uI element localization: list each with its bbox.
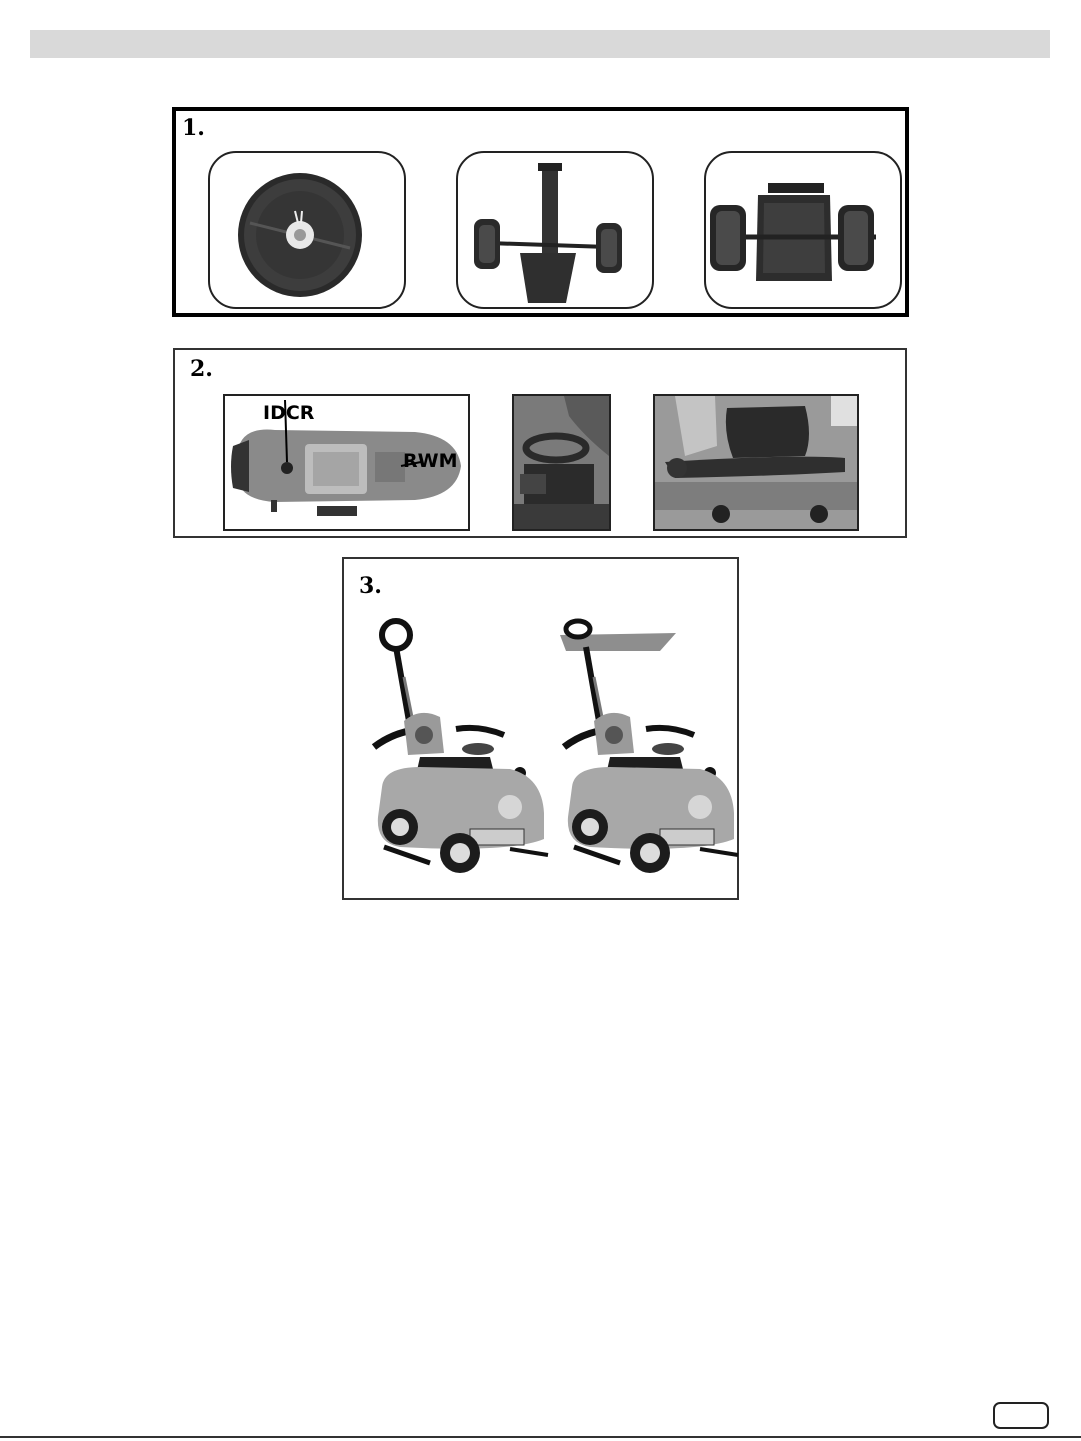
idcr-callout: IDCR: [263, 402, 314, 424]
front-fork-photo: [456, 151, 654, 309]
step-1-panel: 1.: [172, 107, 909, 317]
seat-footrest-photo: [653, 394, 859, 531]
step-2-label: 2.: [190, 356, 213, 382]
step-3-panel: 3.: [342, 557, 739, 900]
wheel-cap-photo: [208, 151, 406, 309]
header-bar: [30, 30, 1050, 58]
page-number-badge: [993, 1402, 1049, 1429]
footer-rule: [0, 1436, 1081, 1438]
rwm-callout: RWM: [403, 450, 458, 472]
step-3-label: 3.: [359, 573, 382, 599]
rear-axle-photo: [704, 151, 902, 309]
steering-wheel-photo: [512, 394, 611, 531]
step-1-label: 1.: [182, 115, 205, 141]
push-car-with-canopy: [550, 617, 740, 887]
step-2-panel: 2. IDCR RWM: [173, 348, 907, 538]
push-car-without-canopy: [360, 617, 550, 887]
